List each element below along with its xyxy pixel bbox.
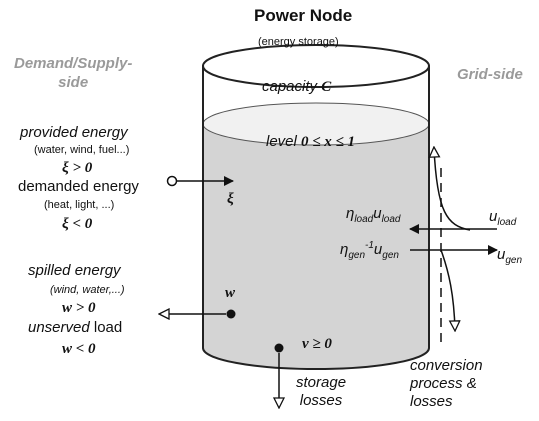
w-symbol: w [225, 285, 236, 301]
load-word: load [89, 319, 123, 336]
title: Power Node [254, 6, 353, 25]
eta-gen-sup: -1 [365, 240, 374, 251]
unserved-word: unserved [28, 319, 90, 336]
u-load-inner-sub: load [381, 214, 401, 225]
level-expr: 0 ≤ x ≤ 1 [301, 134, 355, 150]
cylinder-top [202, 44, 430, 88]
u-gen-sub: gen [505, 255, 523, 266]
eta-load-term: ηloaduload [346, 205, 400, 225]
u-gen-inner-sub: gen [382, 250, 399, 261]
eta-gen-symbol: η [340, 241, 349, 258]
grid-side-label: Grid-side [457, 66, 523, 83]
storage-node-dot [274, 343, 284, 353]
spilled-energy-label: spilled energy [28, 262, 121, 279]
u-load-sub: load [497, 217, 517, 228]
level-label: level 0 ≤ x ≤ 1 [266, 133, 355, 151]
input-node-circle [166, 175, 178, 187]
u-gen-label: ugen [497, 246, 522, 266]
unserved-load-condition: w < 0 [62, 341, 96, 357]
liquid-fill [203, 124, 429, 369]
demanded-energy-label: demanded energy [18, 178, 139, 195]
u-gen-inner-symbol: u [373, 241, 383, 258]
level-text: level [266, 133, 302, 150]
u-load-inner-symbol: u [373, 205, 382, 222]
cylinder-bottom [202, 347, 430, 370]
demand-supply-side-label: Demand/Supply- side [14, 55, 133, 91]
spill-node-dot [226, 309, 236, 319]
v-condition: v ≥ 0 [302, 336, 332, 352]
provided-energy-condition: ξ > 0 [62, 160, 93, 176]
u-load-symbol: u [489, 208, 498, 225]
demanded-energy-condition: ξ < 0 [62, 216, 93, 232]
storage-losses-label: storage losses [296, 374, 347, 409]
xi-symbol: ξ [227, 191, 234, 207]
eta-gen-term: ηgen-1ugen [340, 240, 399, 261]
u-load-label: uload [489, 208, 516, 228]
provided-energy-examples: (water, wind, fuel...) [34, 144, 130, 156]
eta-load-symbol: η [346, 205, 355, 222]
eta-gen-sub: gen [348, 250, 366, 261]
load-loss-curve [434, 148, 471, 231]
u-gen-symbol: u [497, 246, 506, 263]
eta-load-sub: load [354, 214, 374, 225]
capacity-symbol: C [321, 79, 332, 95]
demanded-energy-examples: (heat, light, ...) [44, 199, 115, 211]
subtitle: (energy storage) [258, 36, 339, 48]
spilled-energy-examples: (wind, water,...) [50, 284, 125, 296]
provided-energy-label: provided energy [20, 124, 128, 141]
spilled-energy-condition: w > 0 [62, 300, 96, 316]
conversion-label: conversion process & losses [410, 357, 483, 410]
capacity-text: capacity [262, 78, 322, 95]
capacity-label: capacity C [262, 78, 331, 96]
unserved-load-label: unserved load [28, 319, 122, 336]
gen-loss-curve [440, 249, 455, 330]
